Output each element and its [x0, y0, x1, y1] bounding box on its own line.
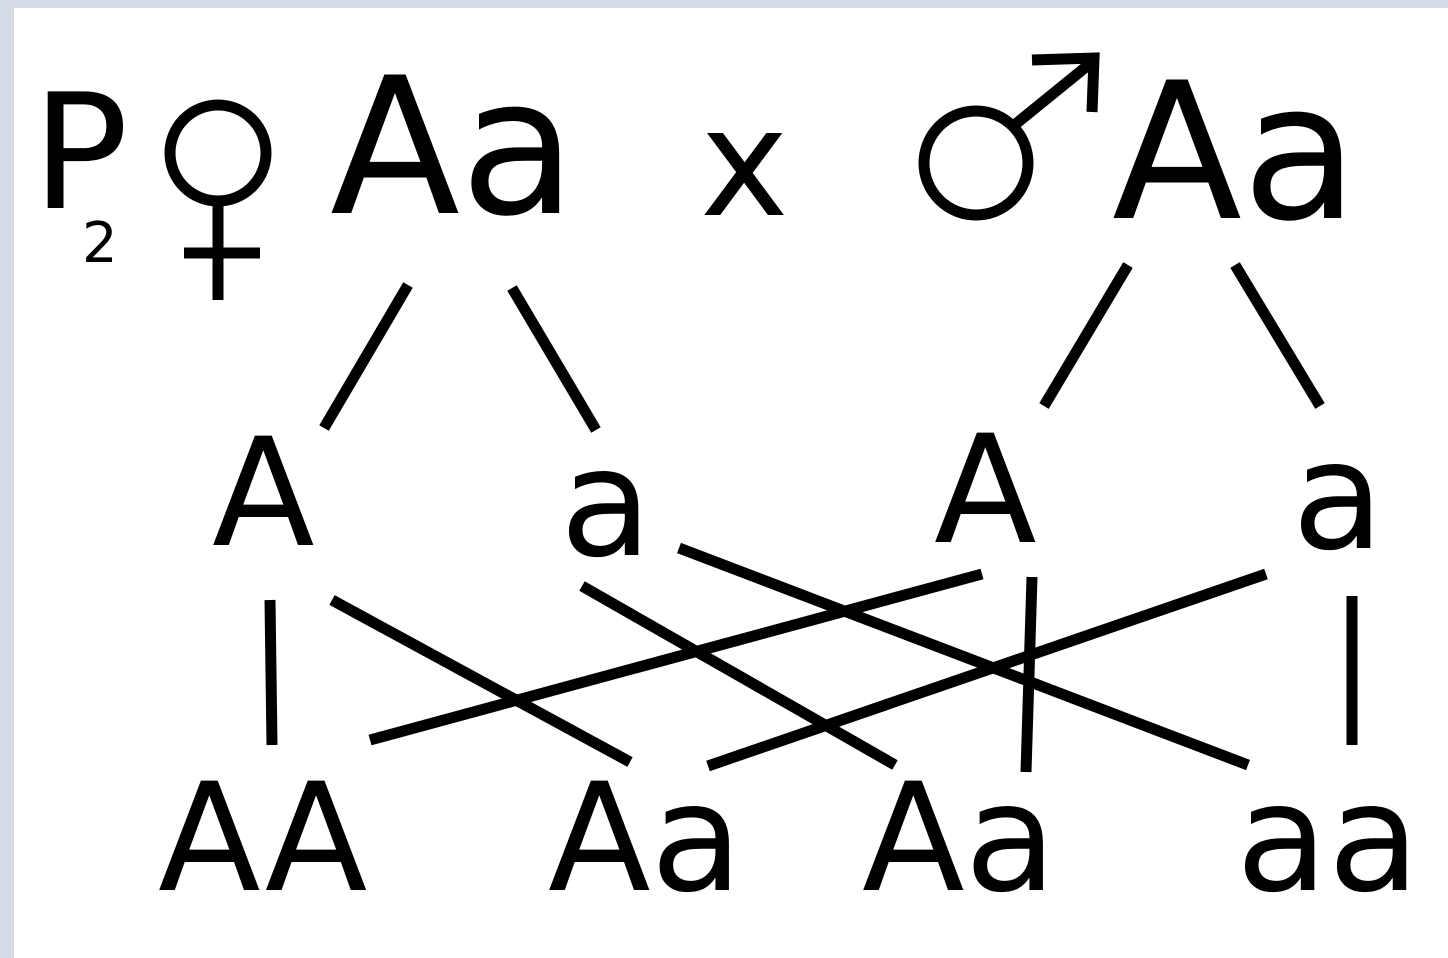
- female-gamete-A: A: [212, 407, 315, 581]
- offspring-Aa-1: Aa: [548, 752, 743, 926]
- male-to-a-line: [1230, 262, 1325, 409]
- generation-subscript: 2: [82, 211, 118, 276]
- line-A-to-Aa-vertical: [1020, 576, 1038, 773]
- female-to-A-line: [319, 282, 413, 431]
- female-gamete-a: a: [560, 417, 652, 591]
- line-A-to-Aa: [329, 595, 633, 767]
- cross-symbol: x: [700, 77, 789, 251]
- female-to-a-line: [507, 285, 601, 433]
- fertilization-lines: [264, 542, 1358, 773]
- line-a-to-Aa-cross: [706, 568, 1268, 772]
- line-A-to-AA-cross: [368, 568, 984, 746]
- male-symbol-icon: [918, 52, 1100, 221]
- male-gamete-A: A: [934, 404, 1037, 578]
- female-genotype: Aa: [330, 37, 576, 258]
- line-A-to-AA: [264, 599, 278, 746]
- offspring-Aa-2: Aa: [862, 752, 1057, 926]
- diagram-canvas: [14, 8, 1448, 958]
- line-a-to-Aa: [579, 581, 898, 770]
- generation-letter: P: [32, 59, 128, 246]
- female-symbol-icon: [164, 99, 272, 300]
- male-to-A-line: [1039, 262, 1133, 409]
- line-a-to-aa: [677, 542, 1250, 771]
- offspring-AA: AA: [158, 752, 367, 926]
- male-genotype: Aa: [1112, 42, 1358, 263]
- male-gamete-a: a: [1292, 410, 1384, 584]
- segregation-lines: [319, 262, 1325, 433]
- offspring-aa: aa: [1236, 752, 1420, 926]
